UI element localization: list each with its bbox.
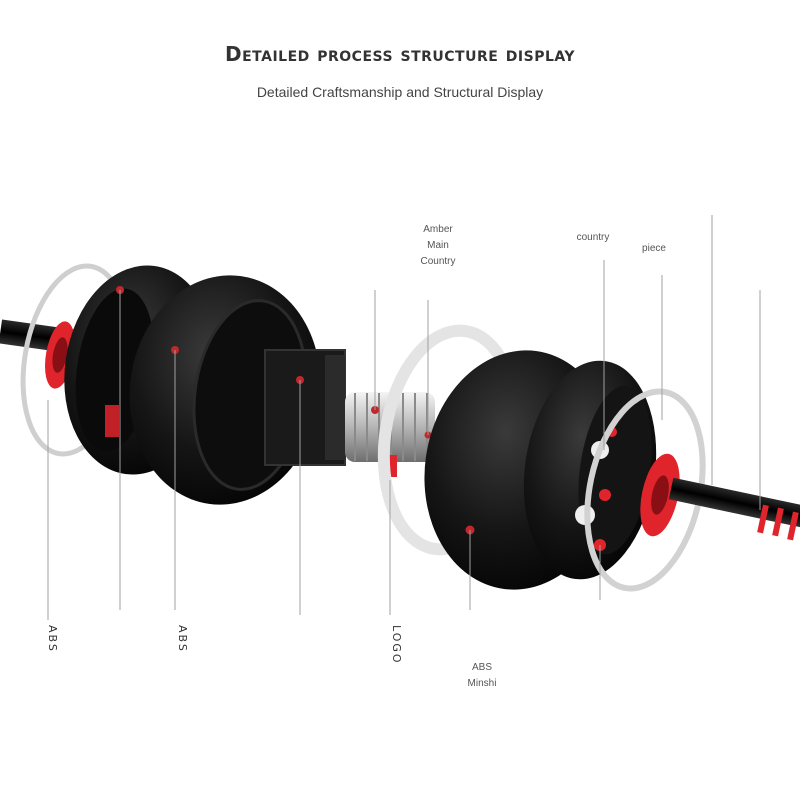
callout-logo-bottom: LOGO (390, 625, 403, 665)
callout-amber-main-country: Amber Main Country (420, 224, 456, 267)
bottom-leader-lines (47, 290, 601, 620)
callout-country: country (576, 232, 610, 243)
callout-abs-minshi: ABS Minshi (467, 662, 497, 689)
hex-hub (264, 349, 346, 466)
callout-abs-bottom-3: ABS (176, 625, 189, 653)
shaft-right (668, 477, 800, 541)
right-red-gear (640, 453, 680, 537)
callout-piece: piece (642, 243, 666, 254)
callout-abs-bottom-1: ABS (46, 625, 59, 653)
page-title: Detailed process structure display (224, 42, 576, 66)
page-subtitle: Detailed Craftsmanship and Structural Di… (256, 84, 544, 100)
top-leader-lines (374, 215, 761, 510)
